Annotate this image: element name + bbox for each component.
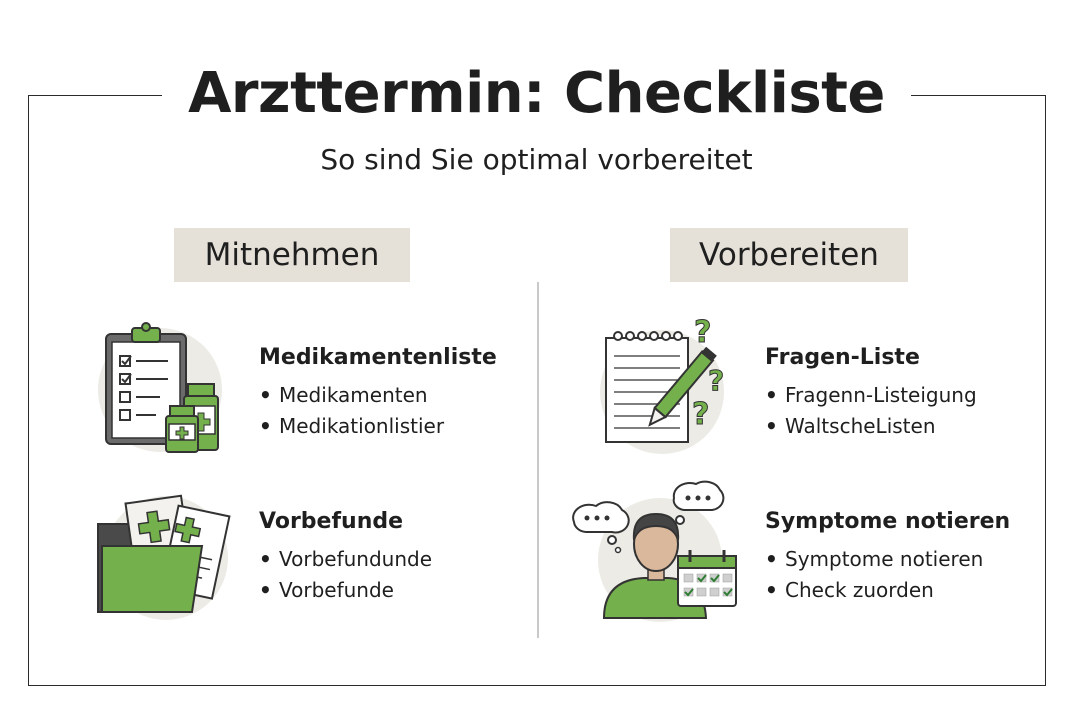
item-title-vorbefunde: Vorbefunde [259,509,404,534]
section-heading-vorbereiten: Vorbereiten [670,228,908,282]
item-list-medikamentenliste: Medikamenten Medikationlistier [259,380,444,442]
clipboard-medicine-icon [98,322,222,453]
item-list-vorbefunde: Vorbefundunde Vorbefunde [259,544,432,606]
item-list-symptome-notieren: Symptome notieren Check zuorden [765,544,983,606]
svg-text:?: ? [708,364,724,397]
page-subtitle: So sind Sie optimal vorbereitet [320,143,753,176]
item-list-fragen-liste: Fragenn-Listeigung WaltscheListen [765,380,977,442]
list-item: Medikamenten [259,380,444,411]
section-heading-mitnehmen: Mitnehmen [174,228,410,282]
notepad-questions-icon: ? ? ? [600,316,725,454]
svg-text:?: ? [692,397,709,432]
list-item: Vorbefundunde [259,544,432,575]
item-title-fragen-liste: Fragen-Liste [765,345,920,370]
svg-text:?: ? [694,316,711,350]
list-item: Check zuorden [765,575,983,606]
page-title: Arzttermin: Checkliste [0,58,1073,130]
folder-documents-icon [97,494,231,620]
column-divider [537,282,539,638]
list-item: Symptome notieren [765,544,983,575]
item-title-symptome-notieren: Symptome notieren [765,509,1011,534]
item-title-medikamentenliste: Medikamentenliste [259,345,497,370]
person-calendar-icon [572,480,737,622]
list-item: Vorbefunde [259,575,432,606]
list-item: WaltscheListen [765,411,977,442]
list-item: Fragenn-Listeigung [765,380,977,411]
list-item: Medikationlistier [259,411,444,442]
